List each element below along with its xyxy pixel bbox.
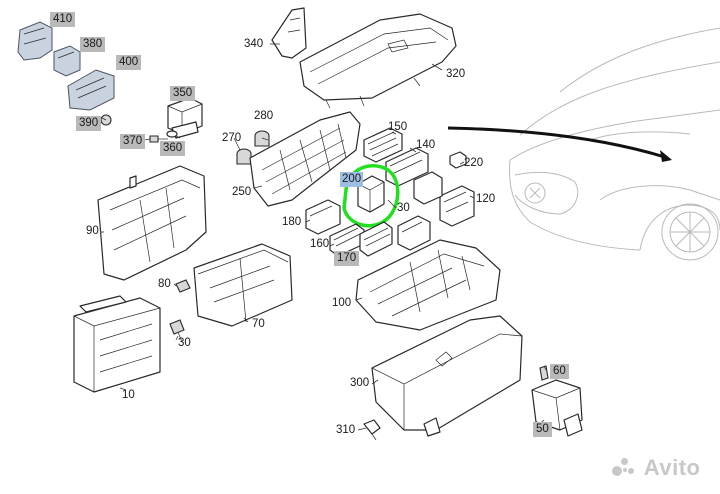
callout-300: 300 [350, 377, 370, 389]
part-100 [355, 239, 501, 331]
car-outline [509, 27, 720, 261]
callout-10: 10 [122, 389, 135, 401]
part-380 [53, 45, 81, 77]
callout-250: 250 [232, 186, 252, 198]
callout-30-bolt: 30 [178, 337, 191, 349]
part-340 [271, 7, 307, 59]
location-arrow [447, 126, 669, 160]
part-10-control-unit [73, 295, 161, 393]
part-60 [539, 365, 549, 381]
callout-120: 120 [476, 193, 496, 205]
part-30a-connector [397, 215, 431, 251]
part-90 [97, 165, 207, 281]
part-connector-a [413, 171, 443, 205]
part-70 [193, 243, 293, 327]
part-400 [67, 69, 115, 111]
part-310 [363, 419, 381, 441]
callout-310: 310 [336, 424, 356, 436]
callout-160: 160 [310, 238, 330, 250]
leader-lines [100, 43, 547, 431]
callout-220: 220 [464, 157, 484, 169]
watermark-text: Avito [643, 455, 701, 480]
callout-400: 400 [116, 55, 142, 70]
part-280 [254, 130, 270, 147]
part-140 [385, 147, 429, 187]
part-360 [166, 130, 178, 138]
callout-390: 390 [76, 116, 102, 131]
part-150 [363, 127, 403, 163]
callout-200: 200 [340, 172, 364, 187]
part-270 [236, 148, 252, 165]
callout-410: 410 [50, 12, 76, 27]
part-250 [249, 111, 361, 207]
part-300 [371, 315, 523, 437]
part-320 [299, 13, 457, 109]
part-80 [175, 279, 191, 293]
callout-270: 270 [222, 132, 242, 144]
callout-80: 80 [158, 278, 171, 290]
part-200-relay [357, 175, 385, 213]
callout-30-relay: 30 [397, 202, 410, 214]
part-50 [531, 379, 583, 437]
avito-logo-icon [612, 456, 638, 478]
callout-350: 350 [170, 86, 196, 101]
callout-380: 380 [80, 37, 106, 52]
callout-90: 90 [86, 225, 99, 237]
part-180 [305, 199, 341, 235]
callout-340: 340 [244, 38, 264, 50]
callout-170: 170 [334, 251, 360, 266]
callout-150: 150 [388, 121, 408, 133]
location-arrow-head [660, 150, 672, 162]
callout-320: 320 [446, 68, 466, 80]
callout-360: 360 [160, 141, 186, 156]
part-120 [439, 185, 475, 227]
callout-140: 140 [416, 139, 436, 151]
part-170 [359, 221, 393, 257]
part-370 [149, 135, 168, 143]
callout-280: 280 [254, 110, 274, 122]
callout-70: 70 [252, 318, 265, 330]
part-220 [449, 151, 467, 169]
callout-50: 50 [533, 422, 552, 437]
part-410 [17, 21, 53, 61]
part-30b-bolt [169, 319, 185, 343]
callout-180: 180 [282, 216, 302, 228]
part-350 [167, 97, 203, 139]
avito-watermark: Avito [612, 455, 700, 481]
selected-part-highlight [342, 164, 400, 228]
callout-370: 370 [120, 134, 146, 149]
callout-60: 60 [550, 364, 569, 379]
callout-100: 100 [332, 297, 352, 309]
